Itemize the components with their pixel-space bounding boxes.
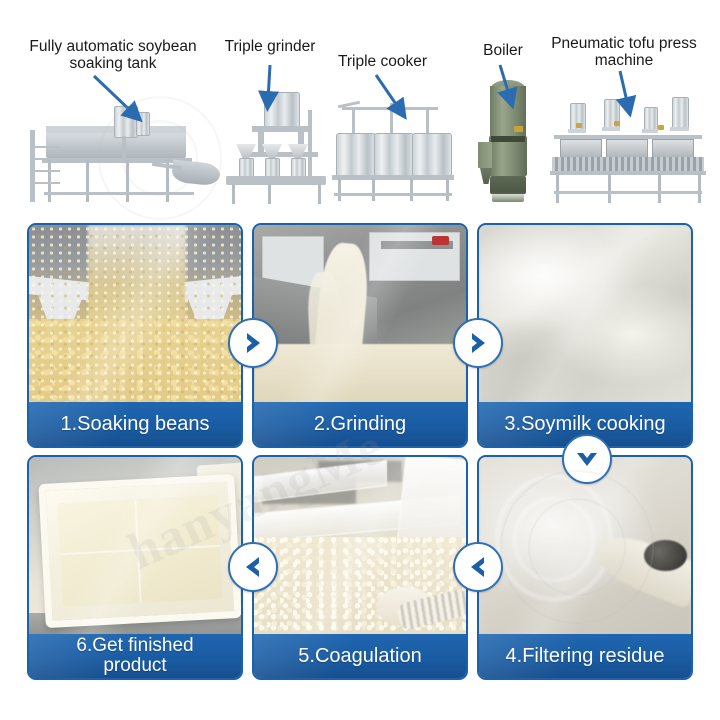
pointer-arrow-triple-cooker	[374, 74, 407, 120]
step-card-5[interactable]: 5.Coagulation	[252, 455, 468, 680]
machine-label-triple-grinder-text: Triple grinder	[224, 38, 316, 55]
pointer-arrow-tofu-press	[615, 70, 637, 118]
step-caption-1: 1.Soaking beans	[29, 402, 241, 446]
chevron-right-icon	[472, 333, 485, 353]
pointer-arrow-triple-grinder	[258, 64, 279, 112]
chevron-left-icon	[246, 557, 259, 577]
step-photo-3	[479, 225, 691, 406]
step-caption-4: 4.Filtering residue	[479, 634, 691, 678]
pointer-arrow-soaking-tank	[92, 74, 143, 123]
machine-image-boiler	[478, 80, 538, 205]
step-card-1[interactable]: 1.Soaking beans	[27, 223, 243, 448]
machine-label-boiler: Boiler	[470, 42, 536, 59]
machine-label-tofu-press: Pneumatic tofu press machine	[536, 35, 712, 69]
machine-label-soaking-tank: Fully automatic soybean soaking tank	[18, 38, 208, 72]
machine-image-triple-grinder	[222, 92, 340, 205]
machine-label-triple-grinder: Triple grinder	[210, 38, 330, 55]
arrow-2-to-3[interactable]	[453, 318, 503, 368]
arrow-1-to-2[interactable]	[228, 318, 278, 368]
step-caption-4-text: 4.Filtering residue	[505, 644, 665, 667]
step-photo-1	[29, 225, 241, 406]
step-caption-1-text: 1.Soaking beans	[60, 412, 210, 435]
step-card-3[interactable]: 3.Soymilk cooking	[477, 223, 693, 448]
chevron-left-icon	[471, 557, 484, 577]
machine-label-tofu-press-text: Pneumatic tofu press machine	[551, 35, 697, 69]
step-caption-2: 2.Grinding	[254, 402, 466, 446]
step-photo-4	[479, 457, 691, 638]
step-card-2[interactable]: 2.Grinding	[252, 223, 468, 448]
step-photo-6	[29, 457, 241, 638]
step-caption-5: 5.Coagulation	[254, 634, 466, 678]
step-photo-5	[254, 457, 466, 638]
step-card-4[interactable]: 4.Filtering residue	[477, 455, 693, 680]
machine-label-triple-cooker: Triple cooker	[325, 53, 440, 70]
step-photo-2	[254, 225, 466, 406]
machine-image-triple-cooker	[330, 95, 458, 205]
machine-label-boiler-text: Boiler	[483, 42, 523, 59]
arrow-5-to-6[interactable]	[228, 542, 278, 592]
machine-label-triple-cooker-text: Triple cooker	[337, 53, 427, 70]
step-caption-5-text: 5.Coagulation	[298, 644, 422, 667]
step-caption-2-text: 2.Grinding	[313, 412, 407, 435]
process-step-grid: 1.Soaking beans 2.Grinding	[0, 215, 720, 720]
arrow-3-to-4[interactable]	[562, 434, 612, 484]
machine-label-soaking-tank-text: Fully automatic soybean soaking tank	[29, 38, 197, 72]
chevron-right-icon	[247, 333, 260, 353]
arrow-4-to-5[interactable]	[453, 542, 503, 592]
machine-lineup-strip: Fully automatic soybean soaking tank Tri…	[0, 0, 720, 215]
machine-image-soaking-tank	[26, 100, 222, 205]
pointer-arrow-boiler	[497, 64, 518, 110]
step-caption-6: 6.Get finished product	[29, 634, 241, 678]
step-caption-6-text: 6.Get finished product	[76, 635, 194, 676]
chevron-down-icon	[577, 453, 597, 466]
step-caption-3-text: 3.Soymilk cooking	[504, 412, 666, 435]
step-card-6[interactable]: 6.Get finished product	[27, 455, 243, 680]
machine-image-tofu-press	[548, 95, 708, 205]
